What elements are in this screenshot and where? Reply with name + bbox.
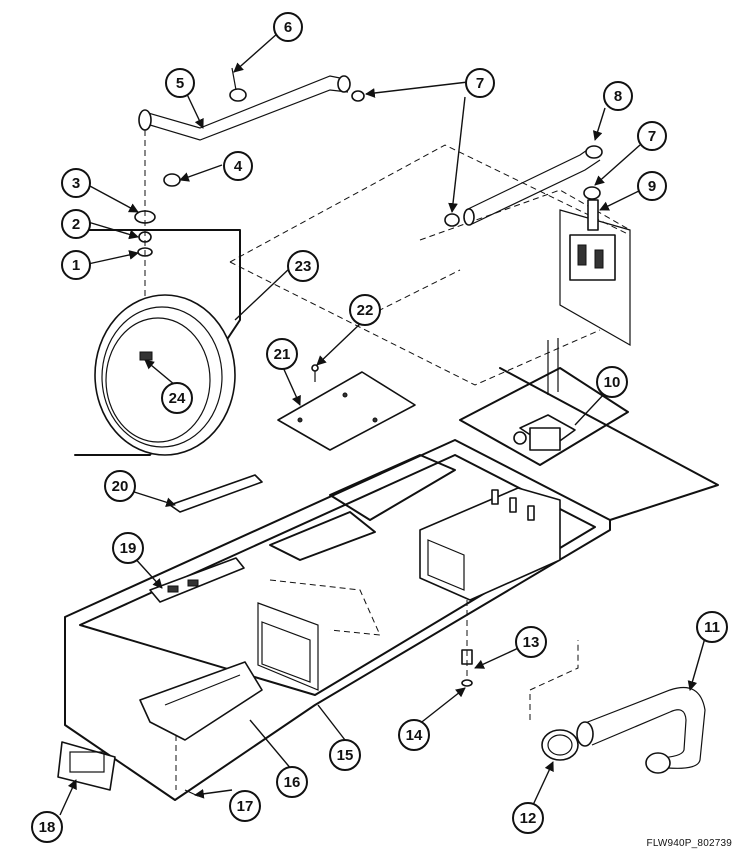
- callout-23: 23: [287, 250, 319, 282]
- callout-20: 20: [104, 470, 136, 502]
- svg-text:7: 7: [648, 128, 656, 145]
- callouts: 6 5 7 8 7 4 9 3 2 1 23 22 21 24 10 20 19…: [31, 12, 728, 843]
- water-valve: [513, 338, 576, 451]
- callout-7a: 7: [465, 68, 495, 98]
- callout-8: 8: [603, 81, 633, 111]
- svg-text:6: 6: [284, 19, 292, 36]
- svg-text:24: 24: [169, 390, 186, 407]
- dispenser-parts: [57, 474, 263, 791]
- callout-14: 14: [398, 719, 430, 751]
- callout-3: 3: [61, 168, 91, 198]
- svg-text:14: 14: [406, 727, 423, 744]
- svg-text:21: 21: [274, 346, 291, 363]
- svg-text:4: 4: [234, 158, 243, 175]
- leader-lines: [59, 32, 706, 816]
- svg-text:22: 22: [357, 302, 374, 319]
- callout-1: 1: [61, 250, 91, 280]
- hose-clamps: [163, 67, 601, 227]
- callout-7b: 7: [637, 121, 667, 151]
- callout-24: 24: [161, 382, 193, 414]
- svg-text:19: 19: [120, 540, 137, 557]
- door-boot: [94, 294, 236, 456]
- diagram-code: FLW940P_802739: [646, 838, 732, 849]
- lower-hose: [463, 145, 603, 226]
- callout-4: 4: [223, 151, 253, 181]
- svg-text:18: 18: [39, 819, 56, 836]
- callout-10: 10: [596, 366, 628, 398]
- svg-text:16: 16: [284, 774, 301, 791]
- callout-13: 13: [515, 626, 547, 658]
- callout-22: 22: [349, 294, 381, 326]
- callout-19: 19: [112, 532, 144, 564]
- callout-21: 21: [266, 338, 298, 370]
- callout-17: 17: [229, 790, 261, 822]
- callout-2: 2: [61, 209, 91, 239]
- washers: [134, 130, 156, 312]
- callout-5: 5: [165, 68, 195, 98]
- callout-9: 9: [637, 171, 667, 201]
- svg-text:15: 15: [337, 747, 354, 764]
- svg-text:10: 10: [604, 374, 621, 391]
- cabinet-outline: [64, 367, 719, 801]
- callout-18: 18: [31, 811, 63, 843]
- svg-text:12: 12: [520, 810, 537, 827]
- svg-text:2: 2: [72, 216, 80, 233]
- hose-clamp-12: [529, 640, 579, 761]
- dispenser-valve: [559, 199, 631, 347]
- svg-text:8: 8: [614, 88, 622, 105]
- svg-text:11: 11: [704, 619, 720, 636]
- drain-hose: [576, 686, 706, 774]
- callout-11: 11: [696, 611, 728, 643]
- svg-text:5: 5: [176, 75, 184, 92]
- small-fittings: [461, 600, 473, 687]
- svg-text:17: 17: [237, 798, 254, 815]
- svg-text:7: 7: [476, 75, 484, 92]
- callout-16: 16: [276, 766, 308, 798]
- cover-plate: [277, 364, 416, 451]
- svg-text:9: 9: [648, 178, 656, 195]
- svg-text:1: 1: [72, 257, 80, 274]
- housing: [257, 579, 381, 691]
- svg-text:23: 23: [295, 258, 312, 275]
- dispenser-tub: [419, 487, 561, 601]
- svg-text:20: 20: [112, 478, 129, 495]
- callout-6: 6: [273, 12, 303, 42]
- svg-text:3: 3: [72, 175, 80, 192]
- callout-12: 12: [512, 802, 544, 834]
- callout-15: 15: [329, 739, 361, 771]
- svg-text:13: 13: [523, 634, 540, 651]
